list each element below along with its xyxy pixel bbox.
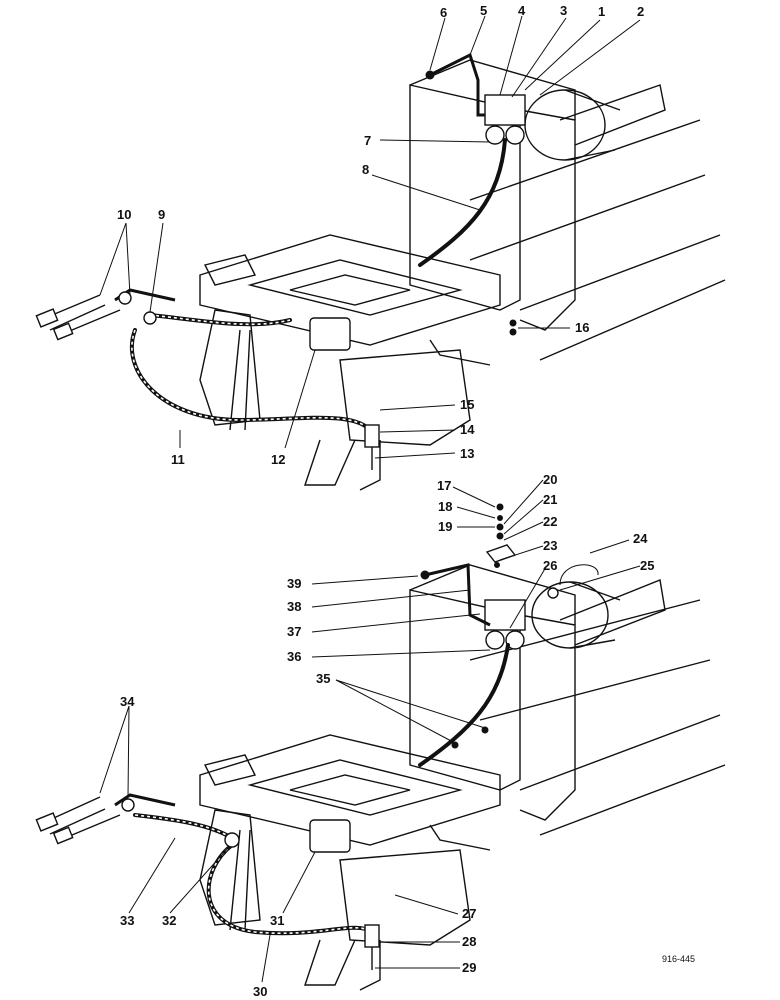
callout-11: 11 <box>171 452 185 467</box>
callout-15: 15 <box>460 397 474 412</box>
drawing-number: 916-445 <box>662 954 695 964</box>
callout-17: 17 <box>437 478 451 493</box>
callout-39: 39 <box>287 576 301 591</box>
callout-13: 13 <box>460 446 474 461</box>
callout-8: 8 <box>362 162 369 177</box>
upper-assembly <box>35 52 726 491</box>
leader-lines <box>99 15 641 983</box>
callout-32: 32 <box>162 913 176 928</box>
callout-14: 14 <box>460 422 475 437</box>
callout-1: 1 <box>598 4 605 19</box>
callout-36: 36 <box>287 649 301 664</box>
callout-12: 12 <box>271 452 285 467</box>
callout-33: 33 <box>120 913 134 928</box>
lower-assembly <box>35 503 726 991</box>
callout-23: 23 <box>543 538 557 553</box>
callout-9: 9 <box>158 207 165 222</box>
callout-2: 2 <box>637 4 644 19</box>
callout-22: 22 <box>543 514 557 529</box>
callout-21: 21 <box>543 492 557 507</box>
callout-28: 28 <box>462 934 476 949</box>
callout-7: 7 <box>364 133 371 148</box>
callout-16: 16 <box>575 320 589 335</box>
callout-4: 4 <box>518 3 526 18</box>
callout-18: 18 <box>438 499 452 514</box>
callout-30: 30 <box>253 984 267 999</box>
callout-31: 31 <box>270 913 284 928</box>
callout-10: 10 <box>117 207 131 222</box>
callout-27: 27 <box>462 906 476 921</box>
callout-3: 3 <box>560 3 567 18</box>
callout-26: 26 <box>543 558 557 573</box>
callout-25: 25 <box>640 558 654 573</box>
callout-5: 5 <box>480 3 487 18</box>
callout-6: 6 <box>440 5 447 20</box>
callout-29: 29 <box>462 960 476 975</box>
callout-19: 19 <box>438 519 452 534</box>
callout-38: 38 <box>287 599 301 614</box>
callout-24: 24 <box>633 531 648 546</box>
callout-20: 20 <box>543 472 557 487</box>
callout-37: 37 <box>287 624 301 639</box>
callout-34: 34 <box>120 694 135 709</box>
callouts: 1 2 3 4 5 6 7 8 9 10 11 12 13 14 15 16 1… <box>117 3 695 999</box>
callout-35: 35 <box>316 671 330 686</box>
